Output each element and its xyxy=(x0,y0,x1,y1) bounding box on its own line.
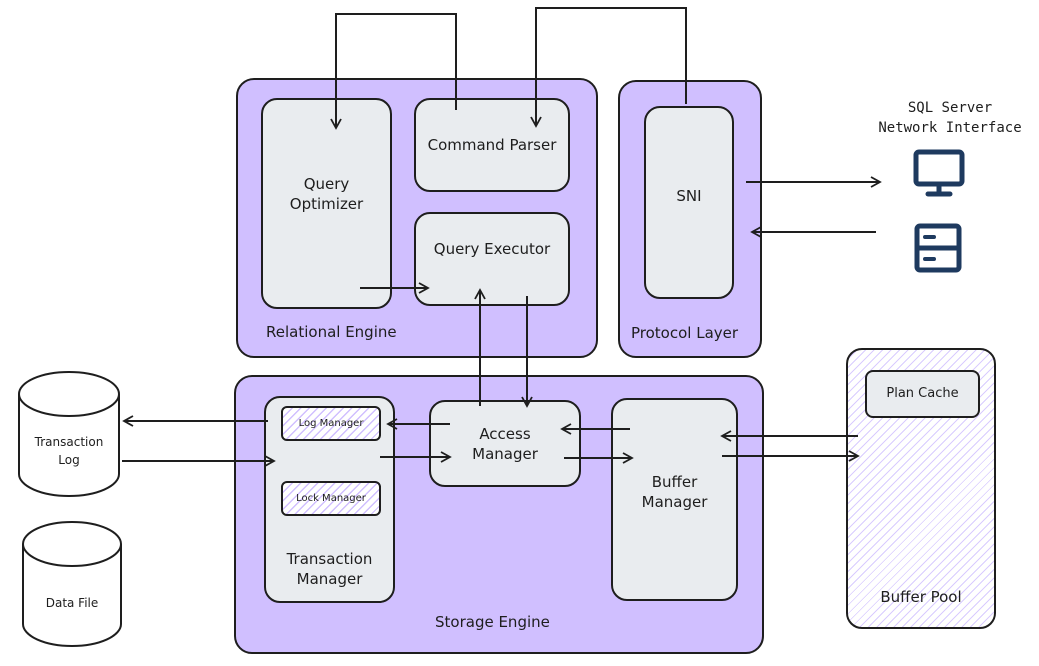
data-file-cylinder[interactable] xyxy=(20,518,124,650)
monitor-icon xyxy=(913,149,965,197)
buffer-pool-label: Buffer Pool xyxy=(880,588,962,606)
server-icon xyxy=(914,223,962,273)
query-executor-box[interactable]: Query Executor xyxy=(414,212,570,306)
plan-cache-box[interactable]: Plan Cache xyxy=(865,370,980,418)
plan-cache-label: Plan Cache xyxy=(886,386,959,401)
lock-manager-box[interactable]: Lock Manager xyxy=(281,481,381,516)
sni-label: SNI xyxy=(676,186,702,205)
data-file-label: Data File xyxy=(45,596,99,610)
lock-manager-label: Lock Manager xyxy=(296,492,366,504)
transaction-manager-label: Transaction Manager xyxy=(286,550,373,588)
log-manager-label: Log Manager xyxy=(298,417,364,429)
buffer-manager-box[interactable]: Buffer Manager xyxy=(611,398,738,601)
storage-engine-label: Storage Engine xyxy=(435,613,550,631)
transaction-log-label: Transaction Log xyxy=(34,435,104,467)
command-parser-label: Command Parser xyxy=(427,136,557,154)
relational-engine-label: Relational Engine xyxy=(266,323,397,341)
protocol-layer-label: Protocol Layer xyxy=(631,324,739,342)
access-manager-box[interactable]: Access Manager xyxy=(429,400,581,487)
access-manager-label: Access Manager xyxy=(472,424,538,463)
command-parser-box[interactable]: Command Parser xyxy=(414,98,570,192)
transaction-log-cylinder[interactable] xyxy=(16,368,122,500)
sni-box[interactable]: SNI xyxy=(644,106,734,299)
buffer-manager-label: Buffer Manager xyxy=(641,472,708,511)
query-optimizer-label: Query Optimizer xyxy=(289,174,364,213)
query-optimizer-box[interactable]: Query Optimizer xyxy=(261,98,392,309)
network-interface-title: SQL Server Network Interface xyxy=(878,100,1022,136)
query-executor-label: Query Executor xyxy=(433,240,551,258)
log-manager-box[interactable]: Log Manager xyxy=(281,406,381,441)
